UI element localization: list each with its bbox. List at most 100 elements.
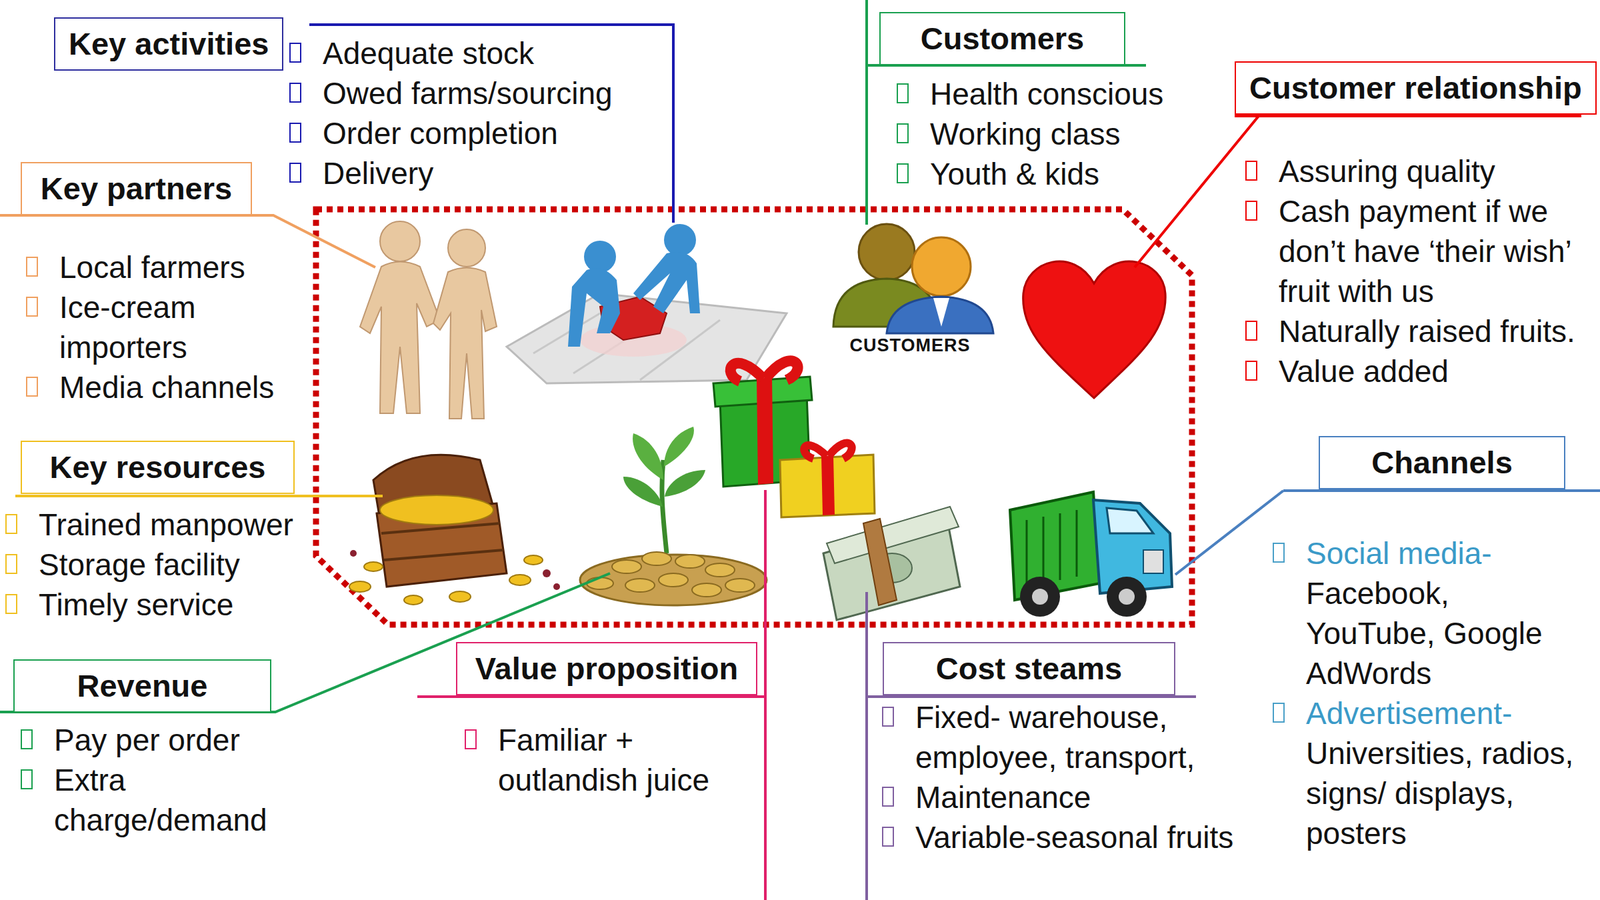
canvas-block: CustomersHealth consciousWorking classYo…: [879, 12, 1126, 66]
bullet-item: Media channels: [24, 367, 300, 408]
bullet-item: Youth & kids: [895, 154, 1224, 194]
canvas-block: Customer relationshipAssuring qualityCas…: [1234, 61, 1597, 115]
bullet-text: Advertisement-: [1306, 696, 1512, 731]
bullet-text: Assuring quality: [1278, 154, 1496, 189]
bullet-text: Social media-: [1306, 536, 1492, 571]
bullet-box: [1245, 320, 1258, 341]
block-heading: Revenue: [13, 659, 272, 713]
bullet-item: Value added: [1244, 351, 1592, 392]
bullet-box: [289, 82, 302, 103]
bullet-item: Cash payment if we don’t have ‘their wis…: [1244, 191, 1592, 312]
canvas-block: Cost steamsFixed- warehouse, employee, t…: [882, 642, 1176, 696]
bullet-item: Health conscious: [895, 74, 1224, 114]
bullet-box: [896, 83, 909, 104]
bullet-text: Facebook, YouTube, Google AdWords: [1306, 576, 1543, 691]
leader-line: [866, 0, 1146, 225]
leader-line: [417, 490, 766, 900]
block-heading: Channels: [1318, 436, 1566, 490]
leader-line: [15, 494, 383, 498]
block-heading: Value proposition: [456, 642, 758, 696]
bullet-item: Trained manpower: [4, 504, 306, 545]
bullet-box: [26, 256, 38, 277]
handshake-figures: [360, 221, 497, 419]
bullet-item: Working class: [895, 114, 1224, 154]
bullet-list: Trained manpowerStorage facilityTimely s…: [38, 504, 306, 625]
canvas-block: Key activitiesAdequate stockOwed farms/s…: [54, 17, 284, 71]
bullet-box: [289, 122, 302, 143]
bullet-list: Pay per orderExtra charge/demand: [54, 720, 274, 840]
bullet-box: [26, 296, 38, 317]
bullet-text: Media channels: [59, 370, 274, 405]
bullet-box: [1245, 360, 1258, 381]
treasure-chest: [349, 454, 560, 605]
block-heading: Customers: [879, 12, 1126, 66]
block-heading: Key partners: [20, 162, 252, 216]
canvas-block: Value propositionFamiliar + outlandish j…: [456, 642, 758, 696]
canvas-block: Key partnersLocal farmersIce-cream impor…: [20, 162, 252, 216]
plant-coins: [580, 426, 767, 606]
bullet-box: [289, 42, 302, 63]
bullet-box: [882, 706, 894, 727]
bullet-list: Local farmersIce-cream importersMedia ch…: [59, 247, 300, 408]
bullet-item: Familiar + outlandish juice: [463, 720, 752, 800]
bullet-item: Social media- Facebook, YouTube, Google A…: [1271, 533, 1580, 694]
bullet-box: [882, 786, 894, 807]
bullet-box: [20, 729, 33, 750]
dotted-region: [316, 209, 1192, 625]
bullet-text: Pay per order: [54, 722, 240, 758]
bullet-item: Owed farms/sourcing: [288, 73, 696, 114]
bullet-box: [289, 162, 302, 183]
bullet-box: [882, 826, 894, 847]
bullet-text: Working class: [930, 116, 1120, 152]
bullet-text: Health conscious: [930, 76, 1164, 112]
money-bundle: [823, 506, 960, 620]
block-heading: Customer relationship: [1234, 61, 1597, 115]
customers-icon: [833, 224, 994, 334]
bullet-text: Fixed- warehouse, employee, transport,: [915, 700, 1195, 775]
bullet-text: Trained manpower: [38, 507, 294, 542]
bullet-text: Order completion: [322, 116, 558, 151]
bullet-box: [464, 729, 477, 750]
bullet-box: [1245, 200, 1258, 221]
bullet-text: Adequate stock: [322, 36, 534, 71]
bullet-text: Variable-seasonal fruits: [915, 820, 1234, 855]
bullet-text: Cash payment if we don’t have ‘their wis…: [1278, 194, 1571, 309]
bullet-text: Maintenance: [915, 780, 1091, 815]
bullet-text: Naturally raised fruits.: [1278, 314, 1576, 349]
bullet-text: Value added: [1278, 354, 1449, 389]
bullet-list: Assuring qualityCash payment if we don’t…: [1278, 151, 1592, 392]
bullet-text: Universities, radios, signs/ displays, p…: [1306, 736, 1574, 851]
canvas-block: ChannelsSocial media-Facebook, YouTube, …: [1318, 436, 1566, 490]
bullet-item: Pay per order: [19, 720, 274, 760]
bullet-item: Variable-seasonal fruits: [880, 817, 1229, 858]
bullet-item: Naturally raised fruits.: [1244, 311, 1592, 352]
bullet-text: Youth & kids: [930, 156, 1100, 192]
block-heading: Key activities: [54, 17, 284, 71]
bullet-item: Timely service: [4, 584, 306, 625]
bullet-item: Assuring quality: [1244, 151, 1592, 192]
block-heading: Cost steams: [882, 642, 1176, 696]
leader-line: [1175, 490, 1600, 575]
bullet-item: Adequate stock: [288, 33, 696, 74]
bullet-text: Familiar + outlandish juice: [498, 722, 710, 798]
icon-label: CUSTOMERS: [849, 335, 970, 356]
bullet-box: [26, 376, 38, 397]
bullet-box: [20, 769, 33, 790]
bullet-text: Ice-cream importers: [59, 290, 196, 365]
truck: [1010, 492, 1172, 617]
bullet-item: Extra charge/demand: [19, 760, 274, 840]
bullet-item: Advertisement- Universities, radios, sign…: [1271, 693, 1580, 854]
bullet-box: [1272, 542, 1285, 563]
bullet-list: Social media- Facebook, YouTube, Google A…: [1306, 533, 1580, 854]
bullet-item: Delivery: [288, 153, 696, 194]
bullet-list: Adequate stockOwed farms/sourcingOrder c…: [322, 33, 696, 194]
bullet-list: Familiar + outlandish juice: [498, 720, 752, 800]
bullet-box: [5, 514, 18, 534]
bullet-box: [5, 554, 18, 574]
bullet-item: Fixed- warehouse, employee, transport,: [880, 697, 1229, 778]
bullet-item: Ice-cream importers: [24, 287, 300, 368]
bullet-text: Extra charge/demand: [54, 762, 268, 838]
bullet-text: Local farmers: [59, 250, 246, 285]
leader-line: [309, 24, 674, 223]
canvas-block: Key resourcesTrained manpowerStorage fac…: [20, 440, 295, 494]
